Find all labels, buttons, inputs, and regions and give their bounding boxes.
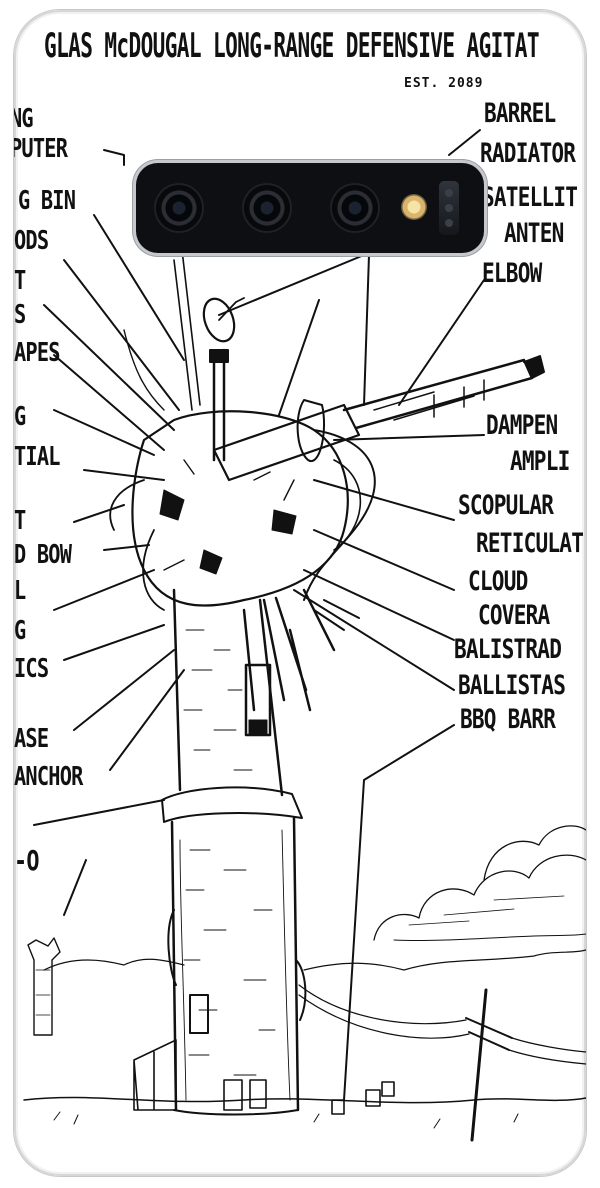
label-right: BARREL <box>484 98 556 129</box>
label-left: TIAL <box>14 442 61 472</box>
label-right: RETICULAT <box>476 528 584 559</box>
label-right: BBQ BARR <box>460 704 556 735</box>
label-right: COVERA <box>478 600 550 631</box>
label-left: G BIN <box>18 186 76 216</box>
sensor-icon <box>439 181 459 235</box>
label-left: G <box>14 402 26 432</box>
label-left: PUTER <box>14 134 68 164</box>
label-left: ASE <box>14 724 49 754</box>
label-right: AMPLI <box>510 446 570 477</box>
established-year: EST. 2089 <box>404 76 484 91</box>
label-right: SATELLIT <box>482 182 578 213</box>
tower-illustration <box>23 129 586 1142</box>
flash-icon <box>401 194 427 220</box>
label-right: SCOPULAR <box>458 490 554 521</box>
artwork-title: GLAS McDOUGAL LONG-RANGE DEFENSIVE AGITA… <box>44 26 540 66</box>
label-right: ELBOW <box>482 258 542 289</box>
camera-module <box>136 163 484 253</box>
label-right: RADIATOR <box>480 138 576 169</box>
label-left: -O <box>14 844 40 877</box>
phone-skin: GLAS McDOUGAL LONG-RANGE DEFENSIVE AGITA… <box>14 10 586 1176</box>
label-left: L <box>14 576 26 606</box>
label-left: ICS <box>14 654 49 684</box>
label-left: T <box>14 506 26 536</box>
label-right: BALLISTAS <box>458 670 566 701</box>
label-right: DAMPEN <box>486 410 558 441</box>
label-left: NG <box>14 104 34 134</box>
camera-lens-icon <box>244 185 290 231</box>
label-left: ANCHOR <box>14 762 83 792</box>
camera-lens-icon <box>156 185 202 231</box>
label-left: ODS <box>14 226 49 256</box>
label-left: G <box>14 616 26 646</box>
label-left: APES <box>14 338 61 368</box>
label-left: D BOW <box>14 540 72 570</box>
camera-lens-icon <box>332 185 378 231</box>
label-right: BALISTRAD <box>454 634 562 665</box>
label-right: ANTEN <box>504 218 564 249</box>
label-right: CLOUD <box>468 566 528 597</box>
label-left: S <box>14 300 26 330</box>
label-left: T <box>14 266 26 296</box>
